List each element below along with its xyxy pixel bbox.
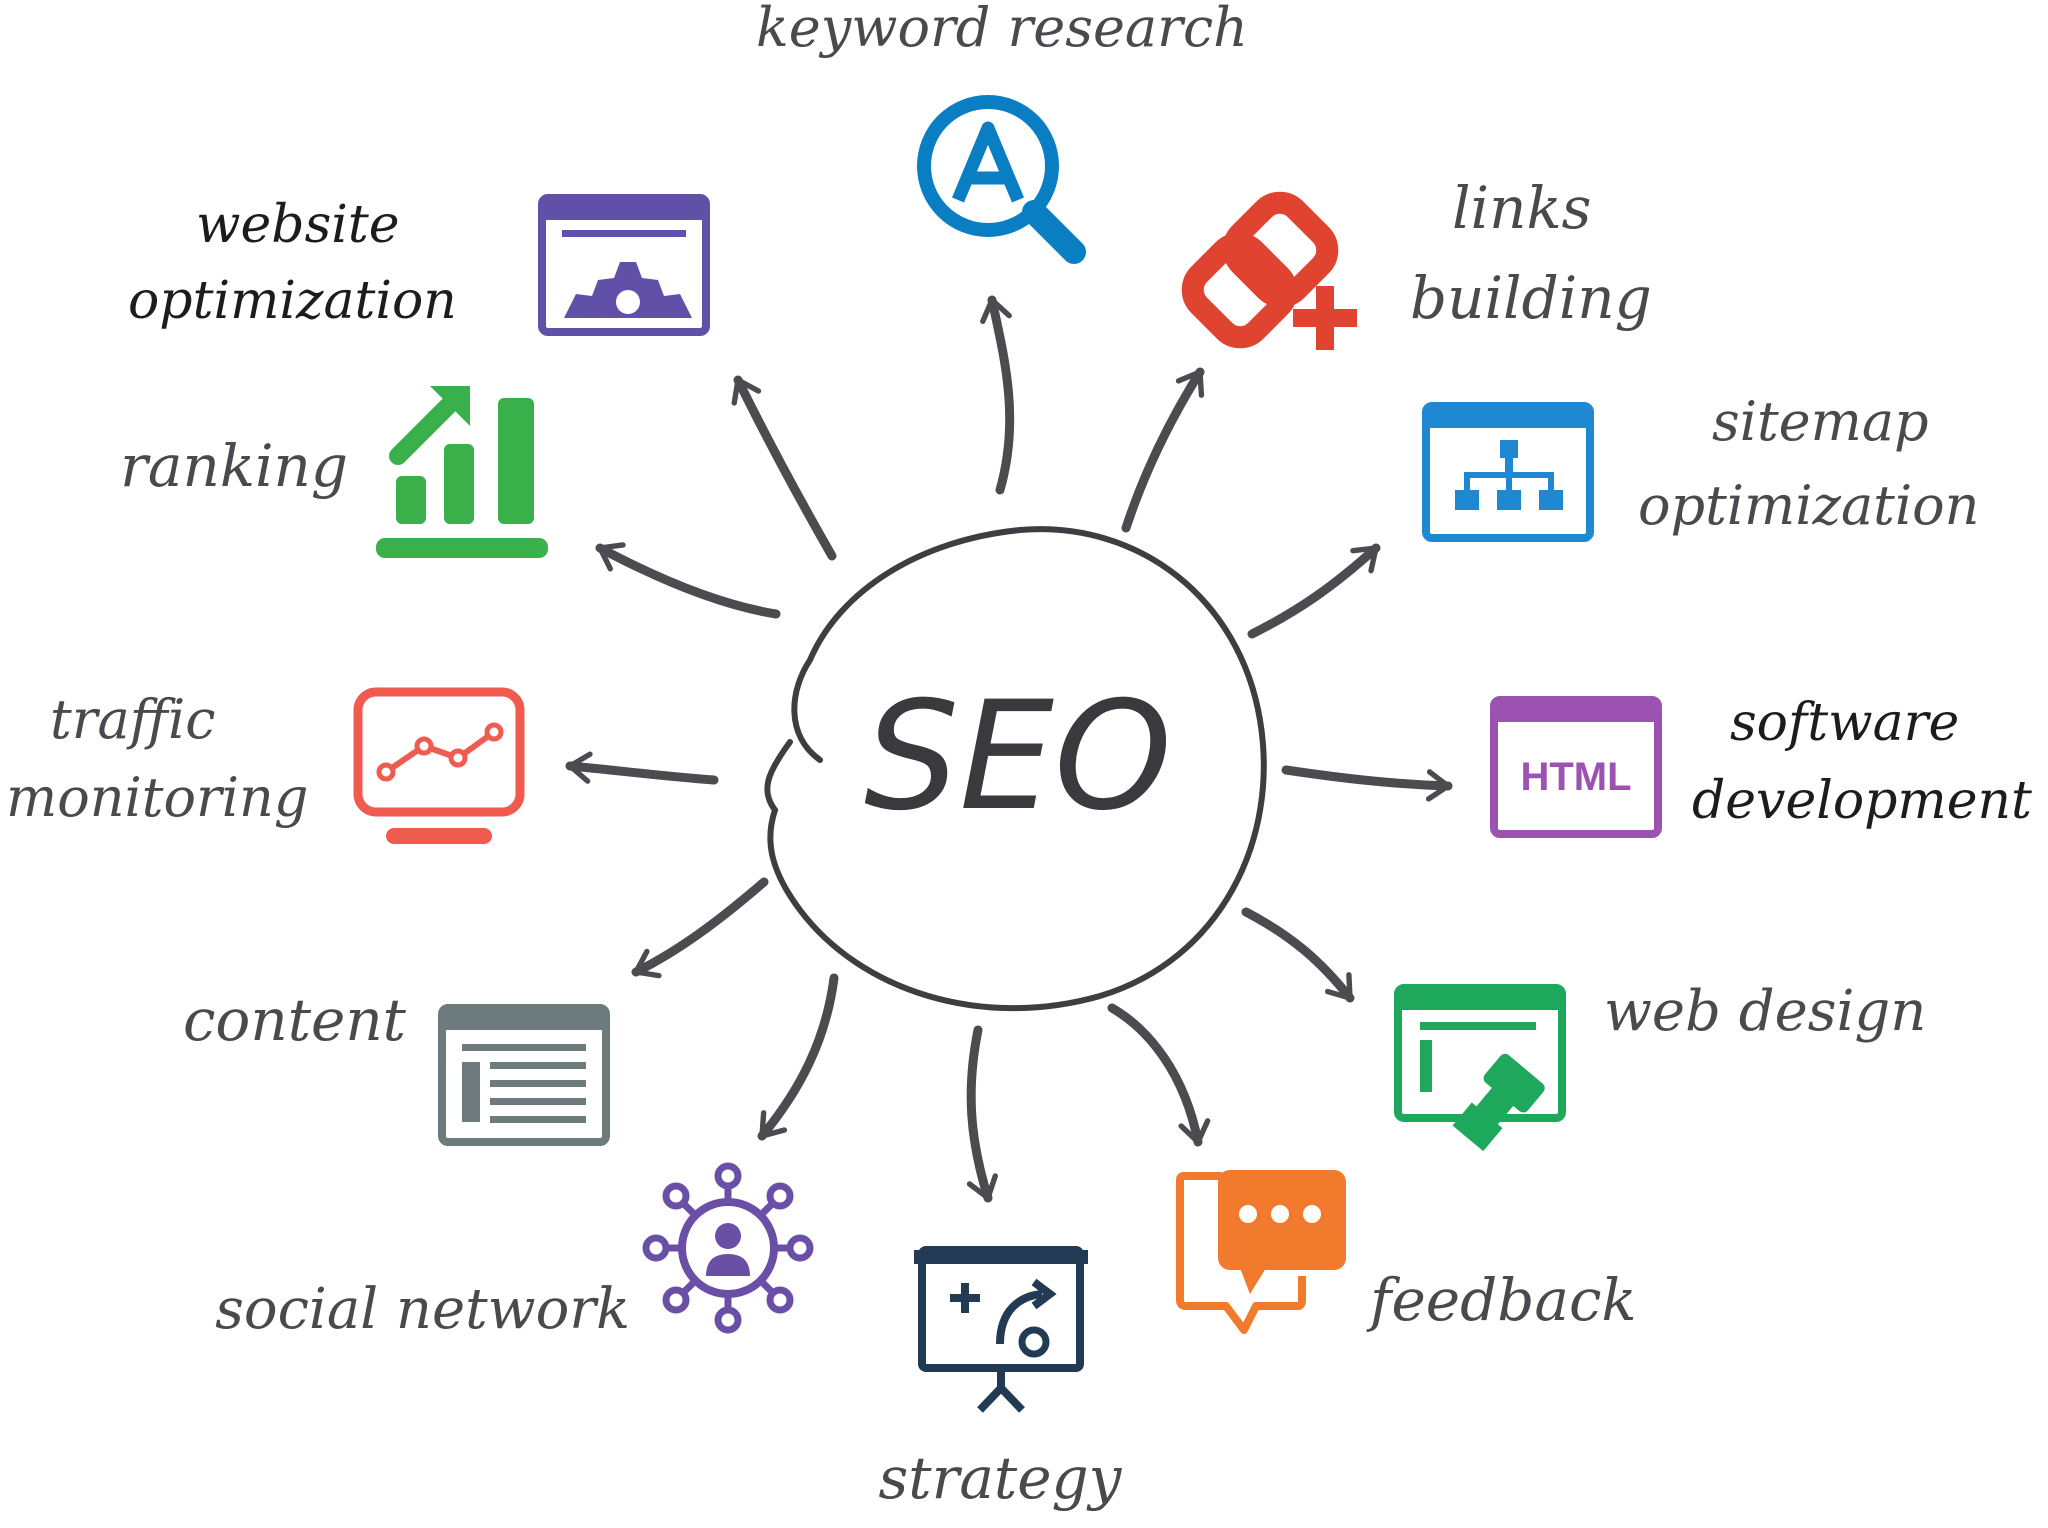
content-window-icon <box>438 1004 610 1146</box>
html-badge: HTML <box>1520 755 1631 799</box>
label-web-design: web design <box>1604 979 1926 1044</box>
label-ranking: ranking <box>120 432 348 500</box>
web-design-window-icon <box>1394 984 1566 1152</box>
arrow-software-development <box>1281 765 1453 802</box>
gear-window-icon <box>538 194 710 336</box>
arrow-website-optimization <box>731 375 837 561</box>
seo-center-label: SEO <box>864 670 1172 844</box>
bar-chart-up-icon <box>376 386 548 558</box>
arrow-web-design <box>1241 907 1355 1003</box>
monitor-line-chart-icon <box>353 687 525 844</box>
chain-link-plus-icon <box>1181 191 1357 350</box>
arrow-strategy <box>966 1025 998 1203</box>
arrows <box>565 295 1453 1203</box>
sitemap-window-icon <box>1422 402 1594 542</box>
strategy-board-icon <box>914 1246 1088 1413</box>
label-keyword-research: keyword research <box>756 0 1248 59</box>
arrow-social-network <box>757 973 839 1141</box>
arrow-ranking <box>595 542 781 619</box>
label-social-network: social network <box>215 1277 630 1342</box>
social-network-hub-icon <box>642 1162 814 1334</box>
html-window-icon: HTML <box>1490 696 1662 838</box>
label-feedback: feedback <box>1366 1266 1637 1334</box>
seo-center-node: SEO <box>764 526 1267 1012</box>
arrow-keyword-research <box>980 295 1015 495</box>
arrow-links-building <box>1121 367 1205 533</box>
seo-center-circle <box>764 526 1267 1012</box>
arrow-content <box>631 877 769 979</box>
chat-bubbles-icon <box>1176 1170 1346 1334</box>
arrow-sitemap-optimization <box>1247 543 1381 639</box>
label-strategy: strategy <box>879 1444 1123 1512</box>
arrow-feedback <box>1107 1003 1211 1147</box>
search-letter-a-icon <box>917 95 1086 264</box>
label-content: content <box>183 986 407 1054</box>
arrow-traffic-monitoring <box>565 751 719 785</box>
